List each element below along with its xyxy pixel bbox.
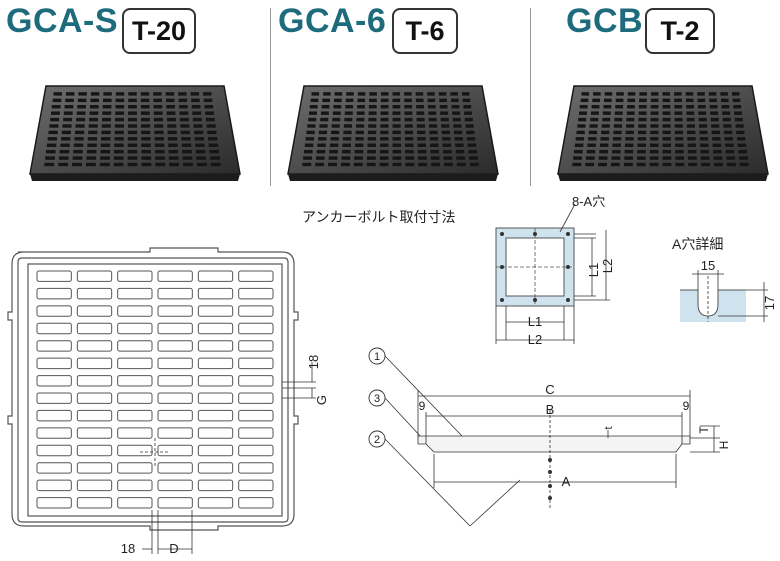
section-right-offset: 9	[683, 399, 690, 413]
hole-depth-label: 17	[762, 296, 776, 310]
section-a-label: A	[562, 474, 571, 489]
anchor-bolt-title: アンカーボルト取付寸法	[302, 209, 456, 225]
grate-photo-gca-s	[29, 85, 241, 181]
section-c-label: C	[545, 382, 554, 397]
anchor-bolt-diagram: 8-A穴 L1 L2 L1 L2	[495, 194, 615, 347]
hole-width-label: 15	[701, 258, 715, 273]
plan-pitch-label: D	[169, 541, 178, 556]
anchor-l2-horizontal: L2	[528, 332, 542, 347]
load-rating-badge-t2: T-2	[645, 8, 715, 54]
load-rating-badge-t20: T-20	[122, 8, 196, 54]
grate-photo-gca-6	[287, 85, 499, 181]
section-t-big-label: T	[697, 426, 711, 434]
plan-edge-label: 18	[121, 541, 135, 556]
callout-2-label: 2	[374, 434, 380, 446]
callout-1-label: 1	[374, 351, 380, 363]
anchor-hole-label: 8-A穴	[572, 194, 605, 209]
section-h-label: H	[717, 441, 731, 450]
plan-view-drawing: 18 G 18 D	[7, 247, 329, 556]
anchor-l2-vertical: L2	[600, 259, 615, 273]
plan-gap-label: G	[314, 395, 329, 405]
anchor-l1-vertical: L1	[586, 263, 601, 277]
column-divider	[270, 8, 271, 186]
callout-3-label: 3	[374, 393, 380, 405]
section-drawing: 1 3 2 C B 9 9 t T H A	[368, 347, 731, 527]
plan-bar-width-label: 18	[306, 355, 321, 369]
column-divider	[530, 8, 531, 186]
model-name-gca-6: GCA-6	[278, 2, 387, 40]
model-name-gcb: GCB	[566, 2, 644, 40]
grate-photo-gcb	[557, 85, 769, 181]
hole-detail-title: A穴詳細	[672, 236, 724, 252]
section-t-small-label: t	[603, 426, 615, 429]
model-name-gca-s: GCA-S	[6, 2, 119, 40]
section-left-offset: 9	[419, 399, 426, 413]
load-rating-badge-t6: T-6	[392, 8, 458, 54]
anchor-l1-horizontal: L1	[528, 314, 542, 329]
section-b-label: B	[546, 402, 555, 417]
hole-detail-diagram: 15 17	[680, 258, 776, 322]
